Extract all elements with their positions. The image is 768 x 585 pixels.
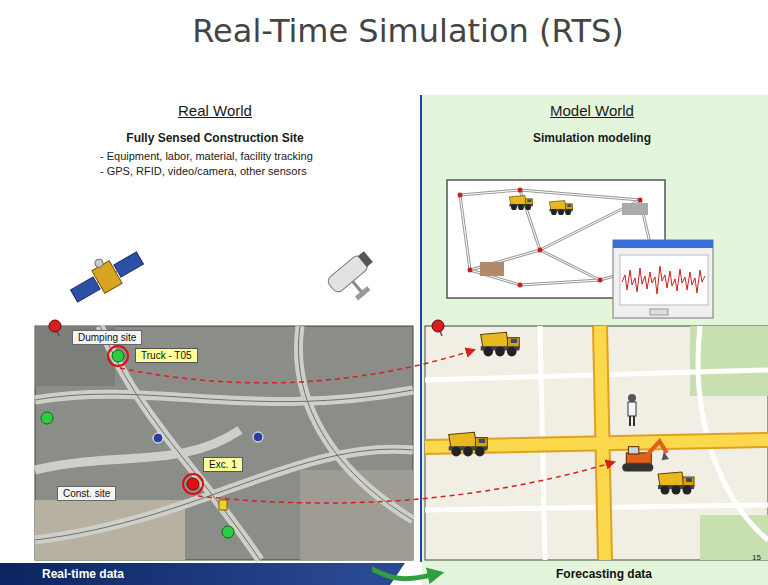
aerial-map-part-part — [35, 390, 413, 402]
section-heading: Real World — [178, 102, 252, 119]
simulation-model-window-part — [509, 196, 532, 210]
street-map-part-part — [628, 394, 636, 402]
node-text: Truck - T05 — [141, 349, 192, 362]
aerial-map-part — [253, 432, 263, 442]
simulation-model-window-part-part — [638, 198, 643, 203]
map-label: Const. site — [57, 486, 116, 501]
street-map-part — [432, 320, 444, 336]
satellite-icon-part — [94, 258, 105, 269]
chart-window-part — [613, 240, 713, 248]
street-map-part — [425, 326, 768, 560]
street-map-part-part — [628, 402, 636, 416]
chart-window-part — [613, 240, 713, 318]
map-label: Dumping site — [72, 330, 142, 345]
street-map-part-part — [633, 416, 635, 426]
satellite-icon-part — [114, 252, 144, 277]
data-band: Real-time data — [0, 563, 372, 585]
street-map-part — [622, 441, 669, 471]
equipment-label: Exc. 1 — [203, 457, 243, 472]
data-band: Forecasting data — [440, 563, 768, 585]
aerial-map-part — [219, 500, 227, 510]
slide-title: Real-Time Simulation (RTS) — [40, 12, 768, 50]
simulation-model-window-part-part — [538, 248, 543, 253]
street-map-part — [481, 332, 520, 356]
section-heading: Model World — [550, 102, 634, 119]
camera-icon — [326, 250, 386, 308]
aerial-map-part — [108, 346, 128, 366]
aerial-map-part-part — [35, 430, 240, 470]
aerial-map-part — [183, 474, 203, 494]
chart-window-part — [622, 266, 705, 294]
equipment-label: Truck - T05 — [135, 348, 198, 363]
camera-icon-part — [358, 251, 373, 267]
aerial-map-part — [49, 320, 61, 336]
street-map-part — [425, 326, 768, 560]
aerial-map-part-part — [35, 390, 413, 402]
simulation-model-window-part-part — [598, 278, 603, 283]
bullet-text: - GPS, RFID, video/camera, other sensors — [100, 165, 307, 177]
street-map-part — [425, 326, 768, 560]
section-subheading: Simulation modeling — [533, 131, 651, 145]
aerial-map-part-part — [49, 320, 61, 332]
tracking-arrow — [120, 350, 614, 503]
aerial-map-part — [153, 433, 163, 443]
street-map-part — [658, 472, 694, 495]
chart-window-part — [620, 255, 708, 305]
simulation-model-window-part-part — [518, 283, 523, 288]
bullet-text: - Equipment, labor, material, facility t… — [100, 150, 313, 162]
satellite-icon-part — [71, 277, 101, 302]
tracking-arrow-part — [120, 350, 474, 383]
node-text: Forecasting data — [440, 563, 768, 585]
simulation-model-window-part-part — [518, 188, 523, 193]
street-map-part-part — [432, 320, 444, 332]
node-text: Dumping site — [78, 331, 136, 344]
simulation-model-window-part — [622, 203, 648, 215]
chart-window — [613, 240, 713, 318]
street-map-part-part — [629, 416, 631, 426]
flow-arrow — [372, 569, 436, 579]
street-map — [425, 320, 768, 560]
simulation-model-window-part — [480, 262, 504, 276]
street-map-part — [425, 326, 768, 560]
chart-window-part — [650, 309, 668, 315]
node-text: Real-time data — [42, 563, 372, 585]
aerial-map-part — [187, 478, 199, 490]
satellite-icon — [64, 241, 146, 308]
aerial-map-part — [35, 326, 413, 560]
aerial-map-part-part — [298, 326, 413, 520]
tracking-arrow-part — [198, 462, 614, 503]
aerial-map-part — [35, 326, 413, 560]
aerial-map-part-part — [100, 326, 260, 560]
aerial-map-part-part — [35, 449, 413, 540]
aerial-map-part-part — [298, 326, 413, 520]
aerial-map — [35, 320, 413, 560]
camera-icon-part — [353, 281, 363, 292]
simulation-model-window-part — [549, 201, 572, 215]
page-number: 15 — [752, 553, 761, 562]
street-map-part — [690, 326, 768, 396]
simulation-model-window-part-part — [468, 268, 473, 273]
camera-icon-part — [355, 286, 370, 300]
model-world-panel — [422, 95, 768, 585]
divider-line — [420, 95, 422, 562]
aerial-map-part — [300, 470, 413, 560]
street-map-part — [628, 394, 636, 426]
aerial-map-part — [222, 526, 234, 538]
aerial-map-part — [35, 326, 413, 560]
node-text: Exc. 1 — [209, 458, 237, 471]
aerial-map-part — [41, 412, 53, 424]
aerial-map-part — [112, 350, 124, 362]
section-subheading: Fully Sensed Construction Site — [126, 131, 303, 145]
street-map-part — [449, 432, 488, 456]
node-text: Const. site — [63, 487, 110, 500]
simulation-model-window-part-part — [458, 193, 463, 198]
